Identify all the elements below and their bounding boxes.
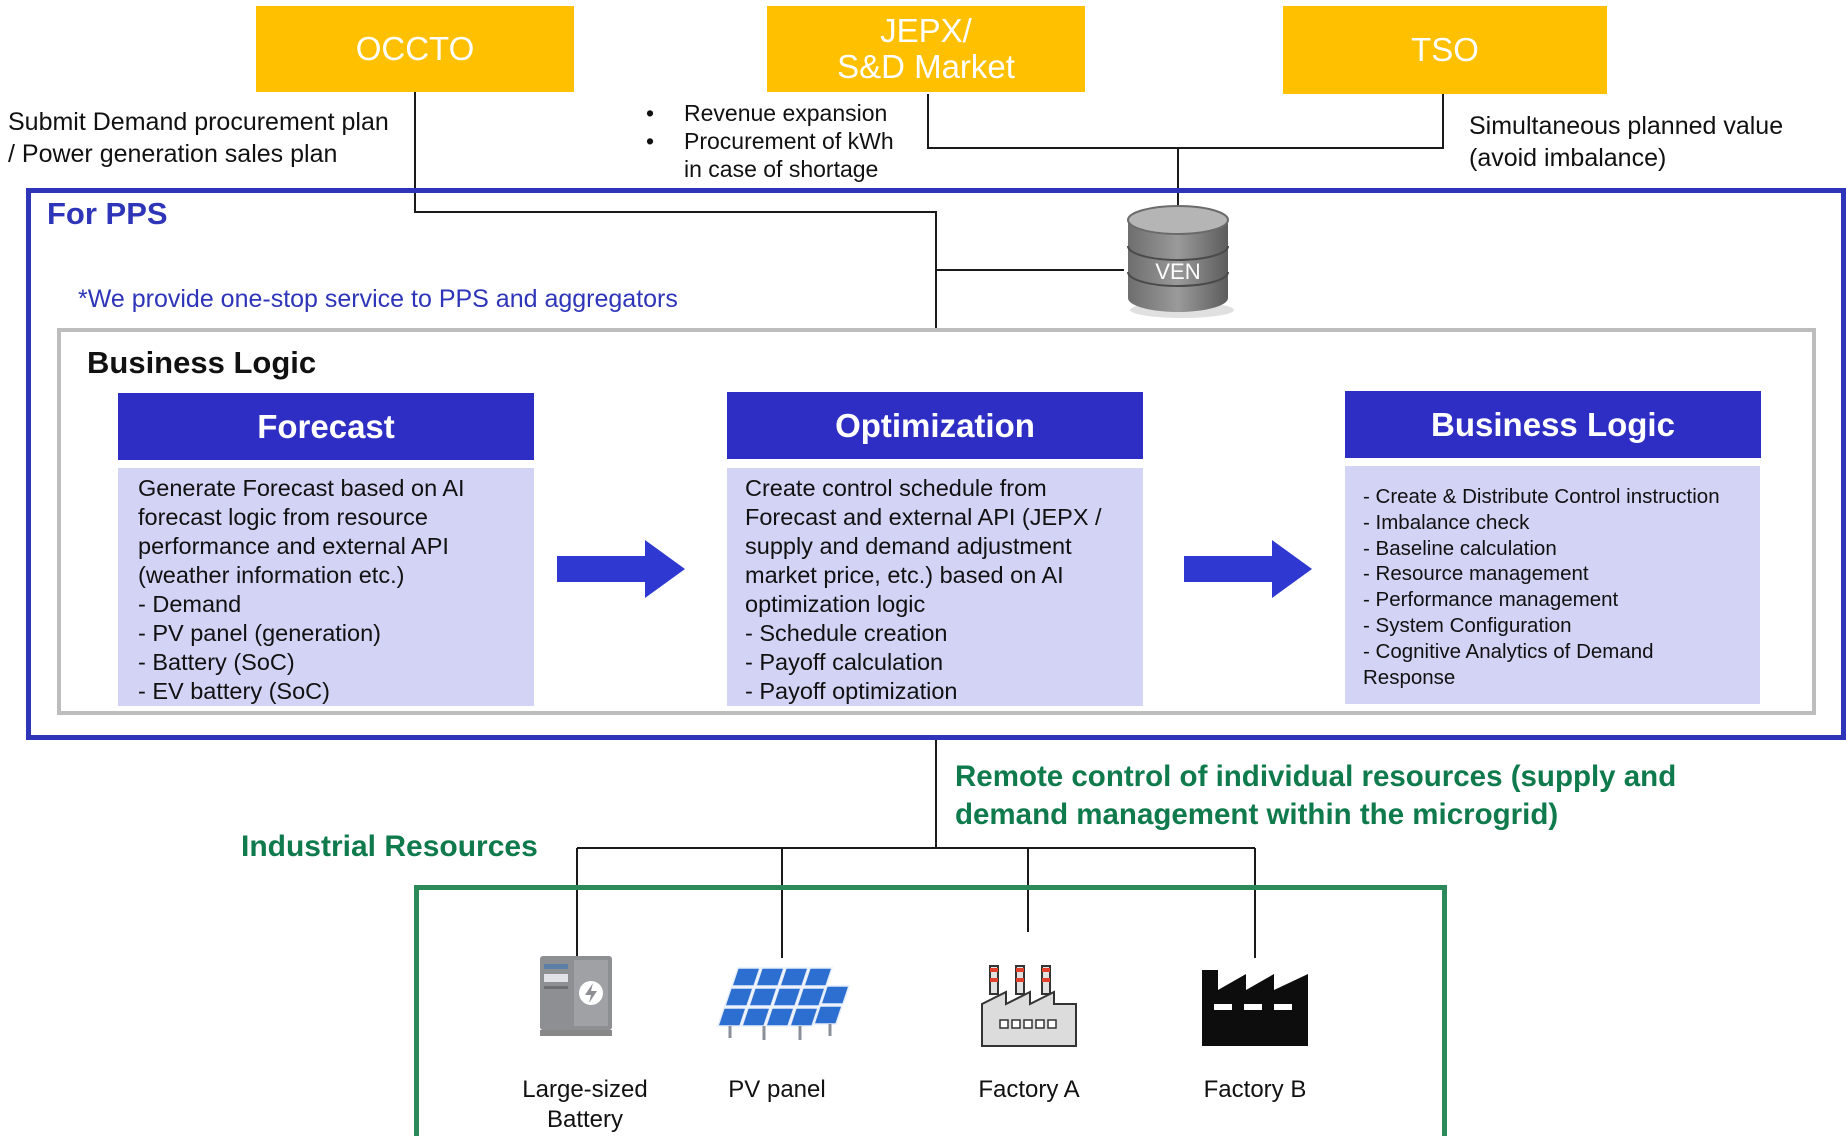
resource-label-battery: Large-sized Battery [500,1075,670,1135]
business-logic-card-line: - Baseline calculation [1363,536,1557,560]
industrial-resources-title: Industrial Resources [241,830,538,863]
service-note: *We provide one-stop service to PPS and … [78,285,678,313]
optimization-card-line: Forecast and external API (JEPX / [745,504,1102,530]
factory-silhouette-icon [1202,970,1308,1046]
forecast-card-line: (weather information etc.) [138,562,405,588]
occto-label: OCCTO [355,30,475,68]
remote-control-note: Remote control of individual resources (… [955,758,1676,834]
pps-title: For PPS [47,196,168,231]
resource-label-line: Large-sized [522,1076,648,1103]
jepx-note-item: Procurement of kWh [644,127,894,155]
forecast-card-line: - EV battery (SoC) [138,678,330,704]
jepx-note-item: Revenue expansion [644,99,894,127]
occto-note-line2: / Power generation sales plan [8,140,338,168]
ven-label: VEN [1155,259,1201,284]
jepx-note-list: Revenue expansion Procurement of kWh in … [644,99,894,183]
jepx-box: JEPX/ S&D Market [767,6,1085,92]
resource-label-line: Factory B [1203,1076,1307,1103]
resource-label-factory-b: Factory B [1170,1075,1340,1105]
business-logic-card-line: - Create & Distribute Control instructio… [1363,485,1720,508]
remote-control-line2: demand management within the microgrid) [955,798,1559,831]
optimization-card-title: Optimization [835,406,1035,444]
resource-label-line: Battery [546,1106,624,1133]
forecast-card-header: Forecast [118,393,534,460]
industrial-resources-frame [414,885,1447,1136]
business-logic-card-title: Business Logic [1431,405,1675,443]
occto-box: OCCTO [256,6,574,92]
optimization-card-line: - Schedule creation [745,620,948,646]
pps-frame [26,188,1846,740]
forecast-card-line: - Demand [138,591,242,617]
jepx-note-item: in case of shortage [684,156,879,182]
resource-label-pv-panel: PV panel [692,1075,862,1105]
tso-note-line1: Simultaneous planned value [1469,112,1784,140]
business-logic-frame [57,328,1816,715]
tso-box: TSO [1283,6,1607,94]
optimization-card-header: Optimization [727,392,1143,459]
resource-label-line: Factory A [978,1076,1080,1103]
flow-arrow-icon [1184,540,1312,598]
forecast-card-title: Forecast [257,407,395,445]
jepx-label-line1: JEPX/ [880,12,972,50]
forecast-card-line: forecast logic from resource [138,504,428,530]
forecast-card-line: Generate Forecast based on AI [138,475,465,501]
tso-note: Simultaneous planned value (avoid imbala… [1469,110,1783,174]
business-logic-card-line: Response [1363,665,1456,689]
optimization-card-line: - Payoff optimization [745,678,958,704]
optimization-card-line: optimization logic [745,591,926,617]
optimization-card-body: Create control schedule from Forecast an… [727,468,1143,706]
business-logic-card-line: - Cognitive Analytics of Demand [1363,639,1654,663]
business-logic-card-header: Business Logic [1345,391,1761,458]
battery-icon [540,956,612,1036]
database-icon [1127,205,1234,318]
optimization-card-line: - Payoff calculation [745,649,944,675]
business-logic-card-body: - Create & Distribute Control instructio… [1345,466,1760,704]
business-logic-card-line: - Performance management [1363,588,1619,612]
business-logic-card-line: - Resource management [1363,562,1589,586]
business-logic-card-line: - Imbalance check [1363,510,1530,534]
business-logic-card-line: - System Configuration [1363,613,1572,637]
occto-note: Submit Demand procurement plan / Power g… [8,106,389,170]
business-logic-title: Business Logic [87,345,317,380]
solar-panel-icon [716,967,850,1040]
optimization-card-line: Create control schedule from [745,475,1047,501]
factory-icon [981,965,1077,1047]
forecast-card-line: - Battery (SoC) [138,649,295,675]
resource-label-line: PV panel [728,1076,826,1103]
forecast-card-line: performance and external API [138,533,449,559]
optimization-card-line: supply and demand adjustment [745,533,1072,559]
forecast-card-body: Generate Forecast based on AI forecast l… [118,468,534,706]
tso-note-line2: (avoid imbalance) [1469,144,1667,172]
tso-label: TSO [1411,31,1479,69]
jepx-label-line2: S&D Market [837,48,1015,85]
optimization-card-line: market price, etc.) based on AI [745,562,1064,588]
occto-note-line1: Submit Demand procurement plan [8,108,389,136]
resource-label-factory-a: Factory A [944,1075,1114,1105]
flow-arrow-icon [557,540,685,598]
forecast-card-line: - PV panel (generation) [138,620,381,646]
remote-control-line1: Remote control of individual resources (… [955,760,1677,793]
